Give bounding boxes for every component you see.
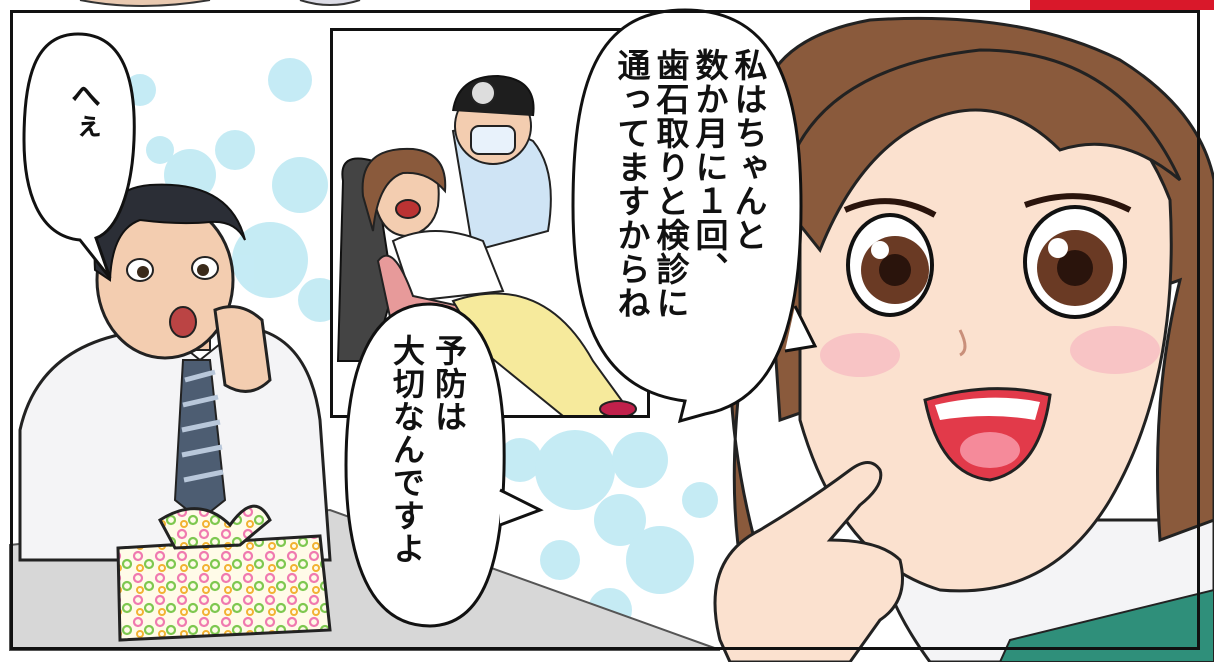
woman-main-line-2: 数か月に１回、 xyxy=(690,48,729,286)
speech-bubble-woman-main: 私はちゃんと 数か月に１回、 歯石取りと検診に 通ってますからね xyxy=(565,6,818,424)
dentist-scene xyxy=(336,74,637,415)
speech-bubble-woman-note: 予防は 大切なんですよ xyxy=(340,300,544,630)
woman-main-line-3: 歯石取りと検診に xyxy=(651,48,690,320)
woman-note-line-2: 大切なんですよ xyxy=(388,334,426,565)
woman-main-line-1: 私はちゃんと xyxy=(729,48,768,252)
previous-panel-strip xyxy=(0,0,1214,12)
man-speech-text: へぇ xyxy=(65,80,100,142)
woman-main-text-block: 私はちゃんと 数か月に１回、 歯石取りと検診に 通ってますからね xyxy=(607,48,768,388)
woman-main-line-4: 通ってますからね xyxy=(612,48,651,320)
head-mirror-icon xyxy=(470,80,496,106)
speech-bubble-man: へぇ xyxy=(18,30,138,279)
woman-note-line-1: 予防は xyxy=(430,334,468,433)
